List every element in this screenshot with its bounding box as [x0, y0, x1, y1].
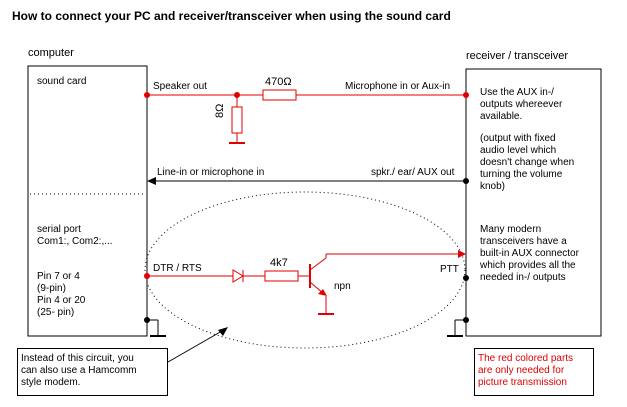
- interface-ellipse: [144, 191, 466, 349]
- pin-line: Pin 7 or 4: [37, 271, 80, 282]
- fixed-level-line: doesn't change when: [480, 157, 575, 168]
- transceiver-box: [465, 68, 602, 337]
- red-parts-line: The red colored parts: [478, 353, 574, 364]
- modern-note-line: built-in AUX connector: [480, 248, 579, 259]
- serial-port-line: serial port: [37, 224, 81, 235]
- computer-ground-node: [144, 317, 150, 323]
- mic-in-node: [463, 92, 469, 98]
- speaker-out-label: Speaker out: [153, 81, 207, 92]
- fixed-level-note: (output with fixed audio level which doe…: [480, 133, 574, 193]
- resistor-8: [231, 106, 243, 134]
- dtr-rts-label: DTR / RTS: [153, 263, 202, 274]
- hamcomm-arrow-line: [167, 330, 223, 363]
- red-parts-line: are only needed for: [478, 365, 565, 376]
- fixed-level-line: (output with fixed: [480, 133, 556, 144]
- sound-card-label: sound card: [37, 76, 87, 87]
- pin-line: Pin 4 or 20: [37, 295, 86, 306]
- modern-note-line: which provides all the: [480, 260, 576, 271]
- red-parts-line: picture transmission: [478, 377, 567, 388]
- computer-heading: computer: [28, 47, 74, 59]
- fixed-level-line: turning the volume: [480, 169, 563, 180]
- pin-line: (9-pin): [37, 283, 66, 294]
- npn-label: npn: [334, 281, 351, 292]
- dtr-node: [144, 273, 150, 279]
- emitter-arrowhead: [318, 289, 327, 296]
- serial-port-label: serial port Com1:, Com2:,...: [37, 224, 113, 248]
- aux-note: Use the AUX in-/ outputs whereever avail…: [480, 87, 562, 123]
- modern-note-line: Many modern: [480, 224, 542, 235]
- modern-transceiver-note: Many modern transceivers have a built-in…: [480, 224, 579, 284]
- pin-line: (25- pin): [37, 307, 75, 318]
- aux-note-line: outputs whereever: [480, 99, 563, 110]
- diode-body: [232, 269, 244, 283]
- resistor-4k7: [264, 270, 299, 282]
- line-in-arrowhead: [147, 177, 156, 185]
- modern-note-line: needed in-/ outputs: [480, 272, 566, 283]
- resistor-8-label: 8Ω: [214, 103, 226, 118]
- spkr-out-node: [463, 178, 469, 184]
- ptt-label: PTT: [440, 264, 459, 275]
- hamcomm-text: Instead of this circuit, you can also us…: [21, 353, 137, 389]
- transceiver-ground-node: [463, 317, 469, 323]
- pin-label: Pin 7 or 4 (9-pin) Pin 4 or 20 (25- pin): [37, 271, 85, 319]
- modern-note-line: transceivers have a: [480, 236, 567, 247]
- hamcomm-line: can also use a Hamcomm: [21, 365, 137, 376]
- red-parts-text: The red colored parts are only needed fo…: [478, 353, 573, 389]
- computer-box: [27, 65, 148, 337]
- speaker-out-node: [144, 92, 150, 98]
- resistor-470: [262, 89, 297, 101]
- spkr-out-label: spkr./ ear/ AUX out: [371, 167, 455, 178]
- hamcomm-line: style modem.: [21, 377, 81, 388]
- hamcomm-callout: Instead of this circuit, you can also us…: [17, 348, 168, 396]
- fixed-level-line: audio level which: [480, 145, 557, 156]
- serial-port-line: Com1:, Com2:,...: [37, 236, 113, 247]
- ptt-arrowhead: [458, 250, 466, 258]
- transistor-collector: [309, 257, 327, 271]
- aux-note-line: Use the AUX in-/: [480, 87, 554, 98]
- aux-note-line: available.: [480, 111, 523, 122]
- resistor-470-label: 470Ω: [265, 76, 292, 88]
- hamcomm-line: Instead of this circuit, you: [21, 353, 134, 364]
- resistor-4k7-label: 4k7: [270, 257, 288, 269]
- red-parts-callout: The red colored parts are only needed fo…: [474, 348, 594, 396]
- hamcomm-arrowhead: [218, 327, 228, 336]
- diagram-title: How to connect your PC and receiver/tran…: [12, 9, 451, 23]
- microphone-in-label: Microphone in or Aux-in: [345, 81, 451, 92]
- ptt-node: [463, 275, 469, 281]
- transceiver-heading: receiver / transceiver: [466, 50, 569, 62]
- line-in-label: Line-in or microphone in: [157, 167, 265, 178]
- fixed-level-line: knob): [480, 181, 506, 192]
